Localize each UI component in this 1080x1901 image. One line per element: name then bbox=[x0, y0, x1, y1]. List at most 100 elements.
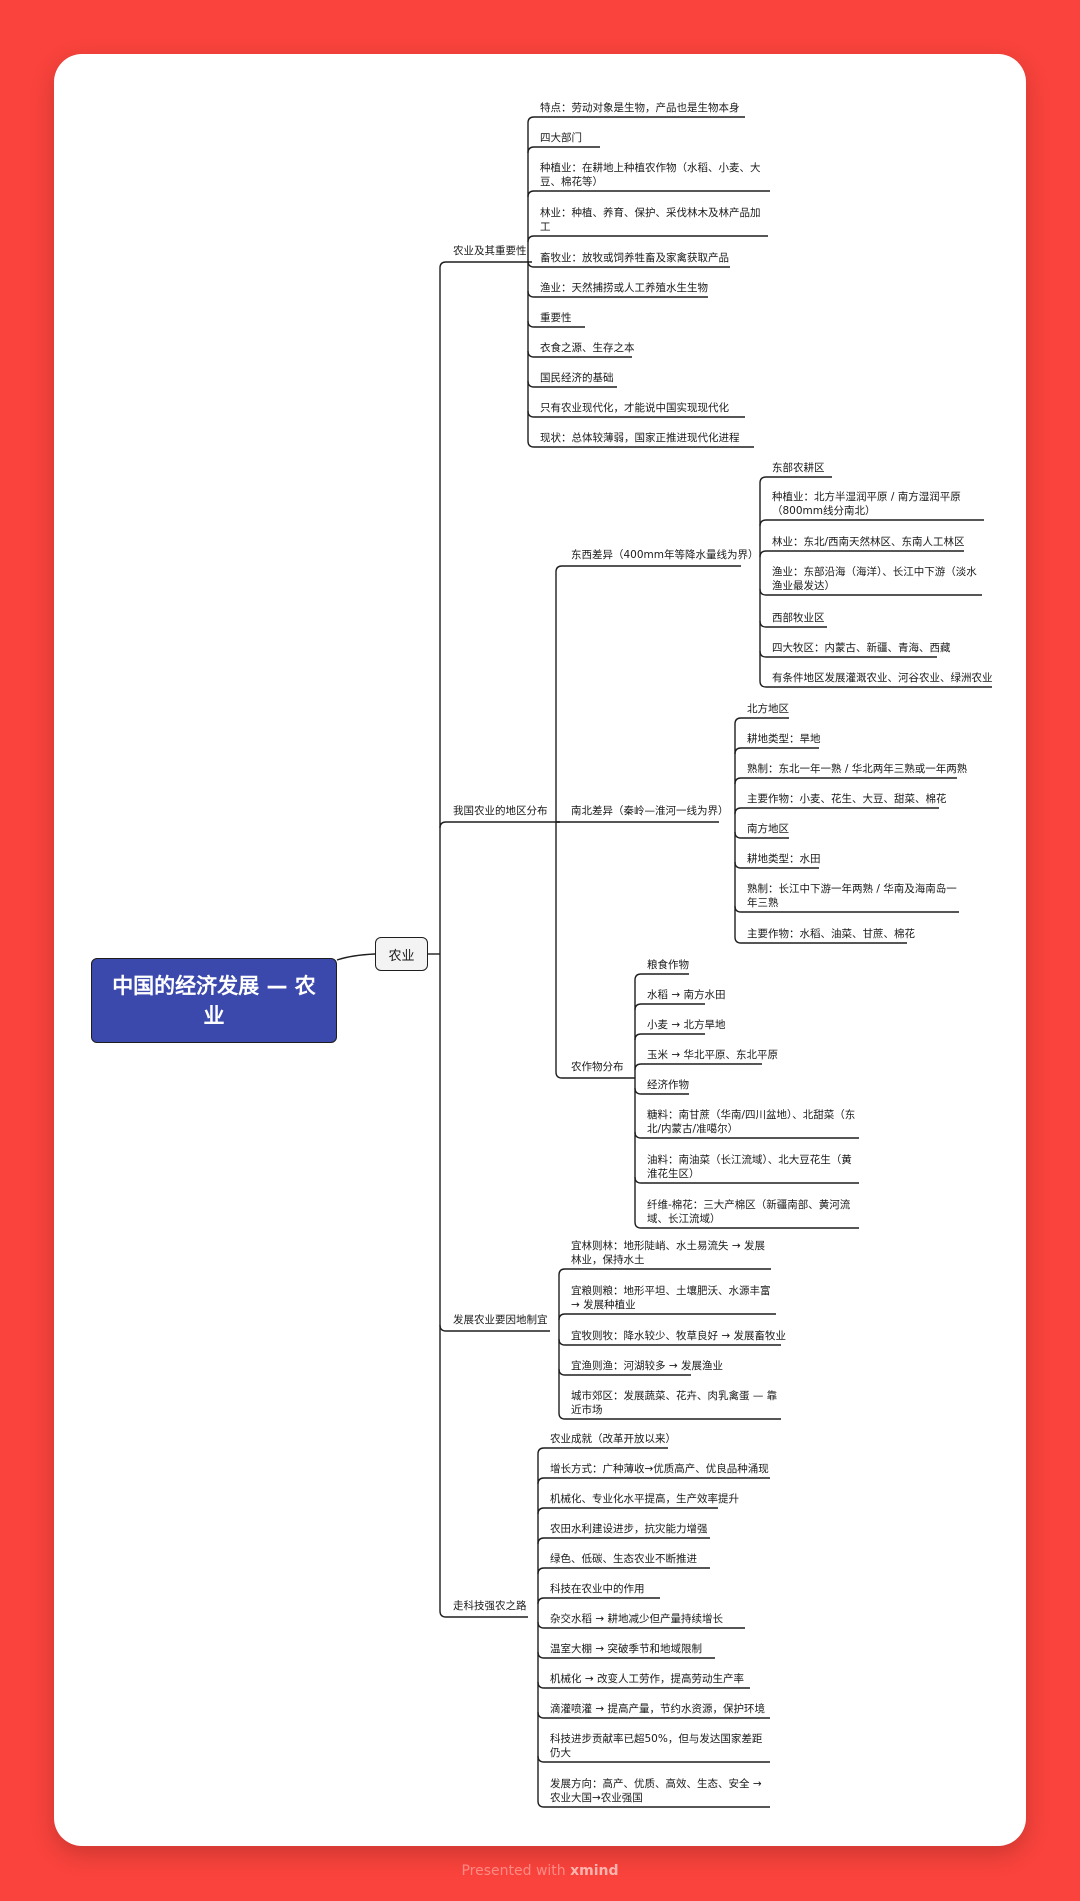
branch-0-item: 种植业：在耕地上种植农作物（水稻、小麦、大豆、棉花等） bbox=[540, 162, 761, 188]
group-2-item-line bbox=[634, 1003, 705, 1011]
group-1-item: 南方地区 bbox=[747, 823, 789, 835]
main-topic-agriculture[interactable]: 农业 bbox=[375, 937, 428, 971]
group-0-item-line bbox=[759, 519, 984, 527]
branch-3-item-line bbox=[537, 1537, 710, 1545]
group-1-item-line bbox=[734, 831, 789, 839]
branch-0-item: 特点：劳动对象是生物，产品也是生物本身 bbox=[540, 102, 740, 114]
branch-0-item-line bbox=[527, 440, 754, 448]
branch-0-item-line bbox=[527, 320, 585, 328]
group-1-label[interactable]: 南北差异（秦岭—淮河一线为界） bbox=[571, 805, 729, 817]
group-1-item-line bbox=[734, 905, 959, 913]
branch-2-item-line bbox=[558, 1268, 771, 1276]
group-1-item-line bbox=[734, 861, 819, 869]
branch-0-item: 四大部门 bbox=[540, 132, 582, 144]
group-0-label[interactable]: 东西差异（400mm年等降水量线为界） bbox=[571, 549, 759, 561]
branch-3-item-line bbox=[537, 1597, 660, 1605]
group-0-item: 东部农耕区 bbox=[772, 462, 825, 474]
branch-0-item: 重要性 bbox=[540, 312, 572, 324]
group-1-item: 主要作物：水稻、油菜、甘蔗、棉花 bbox=[747, 928, 915, 940]
branch-0-item: 现状：总体较薄弱，国家正推进现代化进程 bbox=[540, 432, 740, 444]
branch-3-item: 科技进步贡献率已超50%，但与发达国家差距仍大 bbox=[550, 1733, 763, 1759]
group-2-label[interactable]: 农作物分布 bbox=[571, 1061, 624, 1073]
branch-3-item: 农田水利建设进步，抗灾能力增强 bbox=[550, 1523, 708, 1535]
branch-2-item: 宜牧则牧：降水较少、牧草良好 → 发展畜牧业 bbox=[571, 1330, 786, 1342]
branch-0-item: 林业：种植、养育、保护、采伐林木及林产品加工 bbox=[540, 207, 761, 233]
branch-0-item-line bbox=[527, 260, 730, 268]
branch-0-item-line bbox=[527, 290, 708, 298]
group-0-item-line bbox=[759, 550, 964, 558]
group-2-item: 油料：南油菜（长江流域）、北大豆花生（黄淮花生区） bbox=[647, 1154, 852, 1180]
branch-3-item: 机械化 → 改变人工劳作，提高劳动生产率 bbox=[550, 1673, 744, 1685]
group-1-item: 北方地区 bbox=[747, 703, 789, 715]
branch-0-item: 衣食之源、生存之本 bbox=[540, 342, 635, 354]
group-0-item-line bbox=[759, 588, 982, 596]
group-0-item: 西部牧业区 bbox=[772, 612, 825, 624]
group-1-item-line bbox=[734, 717, 789, 725]
group-2-line bbox=[555, 1071, 635, 1079]
root-topic-label: 中国的经济发展 — 农业 bbox=[112, 973, 316, 1028]
branch-2-item-line bbox=[558, 1412, 781, 1420]
branch-1-line bbox=[439, 821, 560, 829]
group-0-item-line bbox=[759, 476, 832, 484]
group-2-item: 糖料：南甘蔗（华南/四川盆地）、北甜菜（东北/内蒙古/准噶尔） bbox=[647, 1109, 856, 1135]
group-0-item: 有条件地区发展灌溉农业、河谷农业、绿洲农业 bbox=[772, 672, 993, 684]
group-1-item: 熟制：东北一年一熟 / 华北两年三熟或一年两熟 bbox=[747, 763, 968, 775]
group-1-item: 耕地类型：水田 bbox=[747, 853, 821, 865]
group-2-item: 粮食作物 bbox=[647, 959, 689, 971]
branch-3-item-line bbox=[537, 1711, 770, 1719]
root-topic[interactable]: 中国的经济发展 — 农业 bbox=[91, 958, 337, 1043]
group-2-item: 经济作物 bbox=[647, 1079, 689, 1091]
branch-2-item-line bbox=[558, 1338, 781, 1346]
group-1-item-line bbox=[734, 807, 939, 815]
group-2-item-line bbox=[634, 1221, 859, 1229]
group-2-item: 水稻 → 南方水田 bbox=[647, 989, 726, 1001]
group-0-item: 四大牧区：内蒙古、新疆、青海、西藏 bbox=[772, 642, 951, 654]
group-1-item: 主要作物：小麦、花生、大豆、甜菜、棉花 bbox=[747, 793, 947, 805]
branch-2-item-line bbox=[558, 1368, 691, 1376]
branch-3-item: 科技在农业中的作用 bbox=[550, 1583, 645, 1595]
branch-3-item: 杂交水稻 → 耕地减少但产量持续增长 bbox=[550, 1613, 723, 1625]
group-2-item: 纤维-棉花：三大产棉区（新疆南部、黄河流域、长江流域） bbox=[647, 1199, 851, 1225]
footer-prefix: Presented with bbox=[461, 1863, 566, 1879]
group-0-item: 林业：东北/西南天然林区、东南人工林区 bbox=[772, 536, 965, 548]
group-2-item-line bbox=[634, 1063, 762, 1071]
branch-3-item: 发展方向：高产、优质、高效、生态、安全 → 农业大国→农业强国 bbox=[550, 1778, 762, 1804]
branch-3-item-line bbox=[537, 1755, 770, 1763]
group-1-item: 熟制：长江中下游一年两熟 / 华南及海南岛一年三熟 bbox=[747, 883, 957, 909]
branch-3-item: 绿色、低碳、生态农业不断推进 bbox=[550, 1553, 697, 1565]
branch-0-item-line bbox=[527, 146, 600, 154]
group-2-item-line bbox=[634, 973, 689, 981]
branch-0-label[interactable]: 农业及其重要性 bbox=[453, 245, 527, 257]
group-0-item-line bbox=[759, 620, 827, 628]
branch-3-item-line bbox=[537, 1507, 718, 1515]
branch-3-item-line bbox=[537, 1651, 715, 1659]
group-2-item-line bbox=[634, 1033, 705, 1041]
group-0-line bbox=[555, 565, 741, 573]
group-0-item-line bbox=[759, 650, 937, 658]
group-2-item: 玉米 → 华北平原、东北平原 bbox=[647, 1049, 778, 1061]
group-2-item: 小麦 → 北方旱地 bbox=[647, 1019, 726, 1031]
branch-0-line bbox=[439, 261, 532, 269]
branch-0-item-line bbox=[527, 116, 745, 124]
group-1-item-line bbox=[734, 777, 957, 785]
branch-2-item: 宜粮则粮：地形平坦、土壤肥沃、水源丰富 → 发展种植业 bbox=[571, 1285, 771, 1311]
group-1-item: 耕地类型：旱地 bbox=[747, 733, 821, 745]
footer-credit: Presented with xmind bbox=[0, 1863, 1080, 1879]
branch-3-item: 增长方式：广种薄收→优质高产、优良品种涌现 bbox=[550, 1463, 769, 1475]
main-topic-label: 农业 bbox=[388, 948, 415, 964]
branch-3-item: 机械化、专业化水平提高，生产效率提升 bbox=[550, 1493, 739, 1505]
group-0-item-line bbox=[759, 680, 992, 688]
canvas-card bbox=[54, 54, 1026, 1846]
group-2-item-line bbox=[634, 1087, 689, 1095]
branch-1-label[interactable]: 我国农业的地区分布 bbox=[453, 805, 548, 817]
root-to-main-line bbox=[336, 953, 376, 961]
group-0-item: 渔业：东部沿海（海洋）、长江中下游（淡水渔业最发达） bbox=[772, 566, 977, 592]
group-1-item-line bbox=[734, 747, 819, 755]
branch-0-item-line bbox=[527, 235, 768, 243]
branch-3-item: 农业成就（改革开放以来） bbox=[550, 1433, 676, 1445]
branch-3-label[interactable]: 走科技强农之路 bbox=[453, 1600, 527, 1612]
group-2-item-line bbox=[634, 1131, 859, 1139]
branch-3-item-line bbox=[537, 1477, 770, 1485]
branch-2-label[interactable]: 发展农业要因地制宜 bbox=[453, 1314, 548, 1326]
branch-2-item: 城市郊区：发展蔬菜、花卉、肉乳禽蛋 — 靠近市场 bbox=[571, 1390, 778, 1416]
